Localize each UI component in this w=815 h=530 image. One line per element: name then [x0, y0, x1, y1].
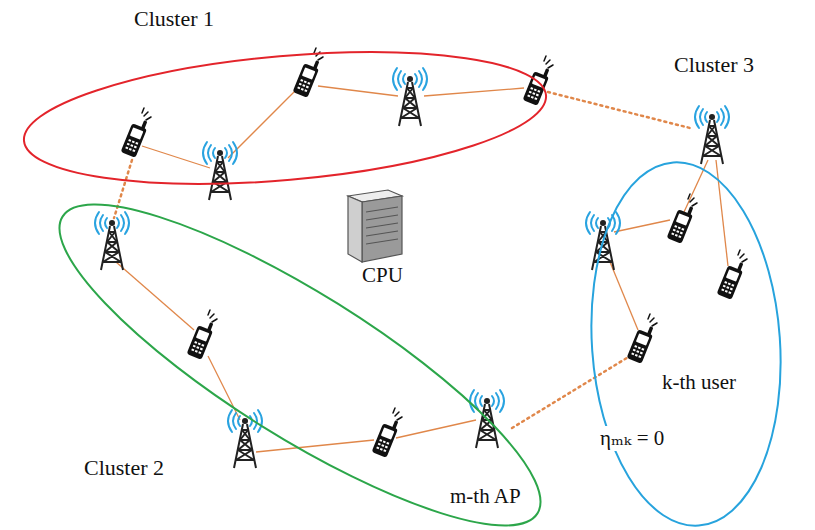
cluster-outline [588, 158, 784, 528]
cluster-region: Cluster 2 [58, 203, 544, 528]
cluster-region: Cluster 3 [588, 158, 784, 528]
cluster-label: Cluster 2 [82, 455, 166, 481]
cluster-region: Cluster 1 [20, 48, 552, 188]
cpu-label: CPU [360, 263, 405, 288]
ap-label: m-th AP [448, 484, 523, 509]
cluster-ellipse [580, 156, 793, 530]
cluster-outline [20, 48, 552, 188]
user-label: k-th user [660, 370, 738, 395]
cluster-ellipse [19, 33, 552, 202]
cluster-ellipse [24, 156, 575, 530]
cluster-label: Cluster 1 [132, 6, 216, 32]
coefficient-label: ηₘₖ = 0 [598, 426, 666, 451]
cluster-label: Cluster 3 [672, 52, 756, 78]
